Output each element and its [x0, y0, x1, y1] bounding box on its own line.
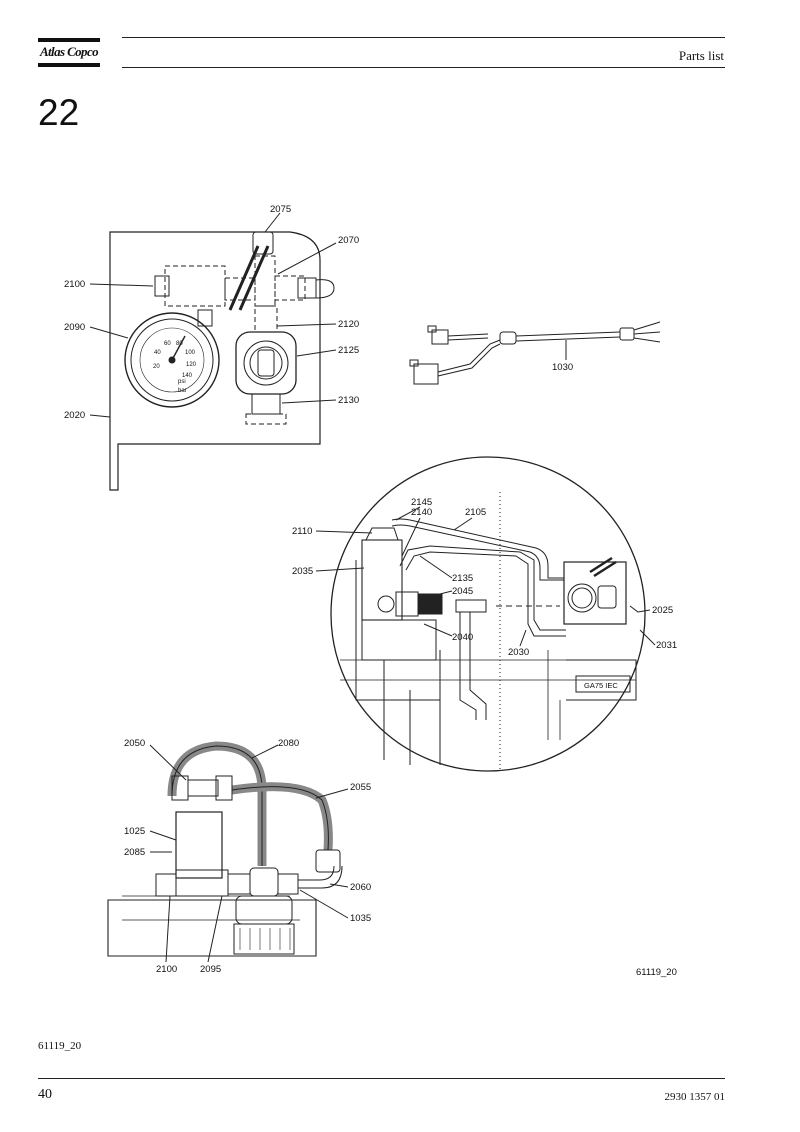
svg-text:60: 60: [164, 341, 171, 347]
svg-text:bar: bar: [178, 388, 187, 394]
callout-label: 1035: [350, 913, 371, 924]
svg-text:40: 40: [154, 350, 161, 356]
header-rule-top: [122, 37, 725, 38]
callout-label: 2085: [124, 847, 145, 858]
callout-label: 2060: [350, 882, 371, 893]
gauge-panel-assembly: [89, 212, 337, 491]
callout-label: 2110: [292, 526, 312, 537]
section-title: Parts list: [678, 48, 724, 63]
callout-label: 2130: [338, 395, 359, 406]
callout-label: 2035: [292, 566, 313, 577]
svg-text:140: 140: [182, 373, 193, 379]
bottom-valve-assembly: [107, 741, 349, 963]
callout-label: 2140: [411, 507, 432, 518]
figure-reference: 61119_20: [38, 1040, 82, 1052]
callouts-circle: 2145 2140 2105 2110 2035 2135 2045 2040 …: [292, 497, 677, 658]
callout-label: 2025: [652, 605, 673, 616]
callout-label: 2105: [465, 507, 486, 518]
svg-text:psi: psi: [178, 379, 186, 385]
callout-label: 2020: [64, 410, 85, 421]
svg-text:80: 80: [176, 341, 183, 347]
callout-label: 2125: [338, 345, 359, 356]
callout-label: 2070: [338, 235, 359, 246]
callouts-bottom: 2050 2080 2055 1025 2085 2060 1035 2100 …: [124, 738, 371, 975]
svg-text:100: 100: [185, 350, 196, 356]
svg-text:20: 20: [153, 364, 160, 370]
callout-label: 2095: [200, 964, 221, 975]
callout-label: 2100: [156, 964, 177, 975]
footer-rule: [38, 1078, 725, 1079]
callout-label: 2145: [411, 497, 432, 508]
gauge-text: 20 40 60 80 100 120 140 psi bar: [153, 341, 197, 394]
svg-text:120: 120: [186, 362, 197, 368]
logo-text: Atlas Copco: [39, 44, 99, 59]
callout-label: 2080: [278, 738, 299, 749]
callout-label: 2031: [656, 640, 677, 651]
circular-detail-view: [315, 456, 656, 772]
page-number: 40: [38, 1087, 52, 1102]
logo-top-bar: [38, 38, 100, 42]
callout-label: 2030: [508, 647, 529, 658]
callout-label: 2040: [452, 632, 473, 643]
callout-label: 2120: [338, 319, 359, 330]
callout-label: 2135: [452, 573, 473, 584]
callouts-top-left: 2075 2070 2100 2090 2120 2125 2020 2130: [64, 204, 359, 421]
callout-label: 2055: [350, 782, 371, 793]
callout-label: 2075: [270, 204, 291, 215]
cable-assembly-1030: [409, 321, 661, 385]
callout-label: 2090: [64, 322, 85, 333]
callout-label: 1030: [552, 362, 573, 373]
chapter-number: 22: [38, 92, 80, 133]
document-number: 2930 1357 01: [664, 1091, 726, 1103]
atlas-copco-logo: Atlas Copco: [38, 38, 100, 68]
callout-label: 1025: [124, 826, 145, 837]
logo-bottom-bar: [38, 63, 100, 67]
machine-label: GA75 IEC: [584, 681, 618, 690]
callout-label: 2045: [452, 586, 473, 597]
callout-label: 2100: [64, 279, 85, 290]
figure-image-code: 61119_20: [636, 967, 677, 978]
header-rule-bottom: [122, 67, 725, 68]
callout-label: 2050: [124, 738, 145, 749]
